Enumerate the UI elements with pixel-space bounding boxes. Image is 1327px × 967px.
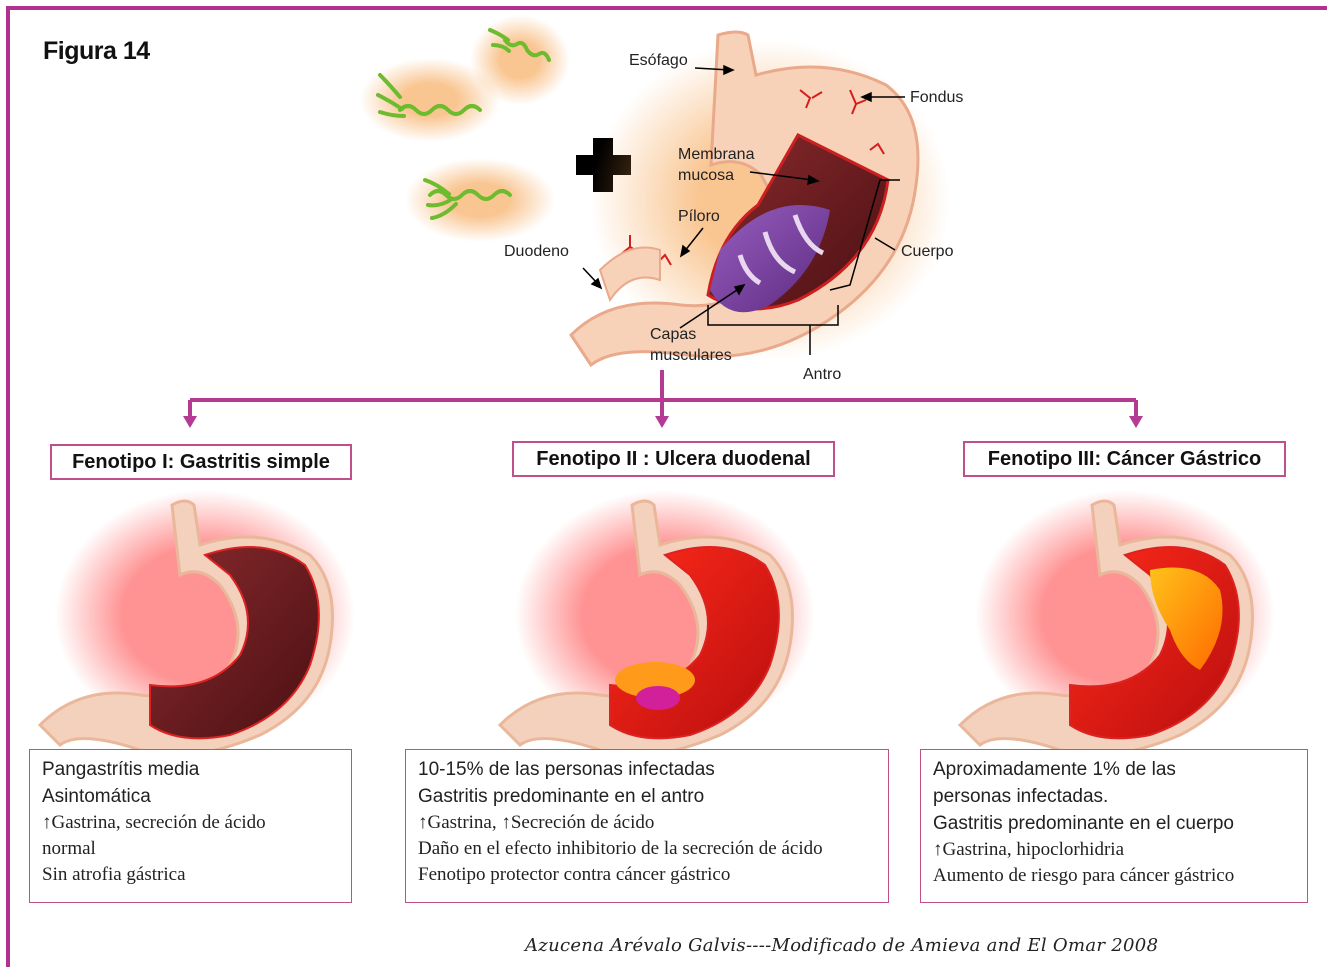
detail-line: personas infectadas. (933, 783, 1295, 810)
phenotype-3-details: Aproximadamente 1% de las personas infec… (920, 749, 1308, 903)
detail-line: ↑Gastrina, ↑Secreción de ácido (418, 810, 876, 836)
label-piloro: Píloro (678, 206, 720, 227)
detail-line: Asintomática (42, 783, 339, 810)
label-membrana-2: mucosa (678, 165, 734, 186)
detail-line: Aproximadamente 1% de las (933, 756, 1295, 783)
label-cuerpo: Cuerpo (901, 241, 953, 262)
detail-line: Fenotipo protector contra cáncer gástric… (418, 862, 876, 888)
bacteria-group (360, 15, 570, 242)
label-antro: Antro (803, 364, 841, 385)
stomach-phenotype-2 (500, 490, 815, 755)
detail-line: Sin atrofia gástrica (42, 862, 339, 888)
label-duodeno: Duodeno (504, 241, 569, 262)
stomach-phenotype-3 (960, 490, 1275, 755)
flow-connectors (190, 370, 1136, 420)
detail-line: Daño en el efecto inhibitorio de la secr… (418, 836, 876, 862)
phenotype-1-details: Pangastrítis media Asintomática ↑Gastrin… (29, 749, 352, 903)
detail-line: Gastritis predominante en el cuerpo (933, 810, 1295, 837)
phenotype-2-details: 10-15% de las personas infectadas Gastri… (405, 749, 889, 903)
detail-line: normal (42, 836, 339, 862)
label-esofago: Esófago (629, 50, 688, 71)
detail-line: ↑Gastrina, secreción de ácido (42, 810, 339, 836)
detail-line: Pangastrítis media (42, 756, 339, 783)
phenotype-3-title: Fenotipo III: Cáncer Gástrico (963, 441, 1286, 477)
label-fondus: Fondus (910, 87, 963, 108)
detail-line: Aumento de riesgo para cáncer gástrico (933, 863, 1295, 889)
label-membrana-1: Membrana (678, 144, 754, 165)
detail-line: ↑Gastrina, hipoclorhidria (933, 837, 1295, 863)
label-capas-2: musculares (650, 345, 732, 366)
figure-title: Figura 14 (43, 37, 150, 66)
stomach-anatomy-illustration (571, 32, 950, 365)
connector-arrowheads (183, 416, 1143, 428)
label-capas-1: Capas (650, 324, 696, 345)
author-credit: Azucena Arévalo Galvis----Modificado de … (525, 935, 1158, 956)
detail-line: Gastritis predominante en el antro (418, 783, 876, 810)
stomach-phenotype-1 (40, 490, 355, 755)
detail-line: 10-15% de las personas infectadas (418, 756, 876, 783)
phenotype-1-title: Fenotipo I: Gastritis simple (50, 444, 352, 480)
phenotype-2-title: Fenotipo II : Ulcera duodenal (512, 441, 835, 477)
